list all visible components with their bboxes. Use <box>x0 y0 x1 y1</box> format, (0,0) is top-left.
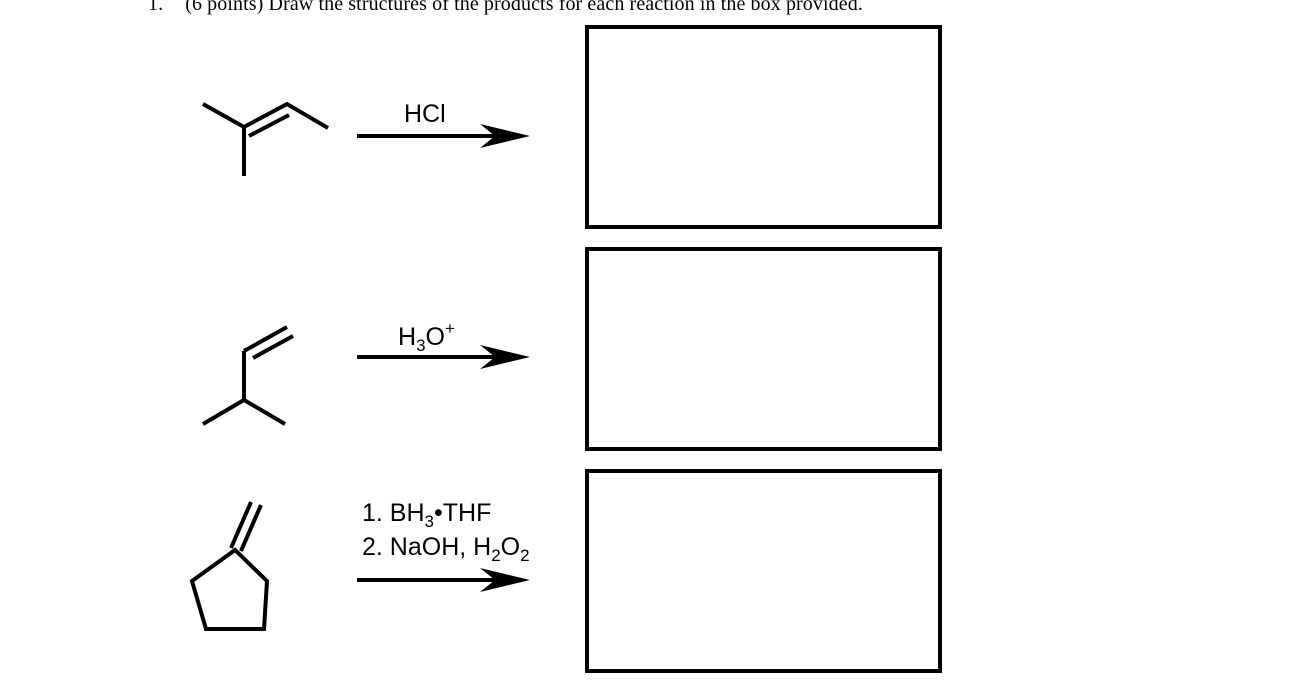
bond-skeleton <box>202 101 330 130</box>
answer-box-3[interactable] <box>585 469 942 673</box>
question-prompt: 1. (6 points) Draw the structures of the … <box>148 0 863 16</box>
reaction-arrow-1 <box>357 124 530 148</box>
arrow-head <box>480 568 530 592</box>
reaction-1: HCl <box>202 25 942 229</box>
reaction-arrow-2 <box>357 345 530 369</box>
reaction-2: H3O+ <box>201 247 942 451</box>
double-bond-inner <box>252 334 294 360</box>
reagent-2: H3O+ <box>398 319 455 355</box>
bond-skeleton <box>201 397 287 426</box>
answer-box-1[interactable] <box>585 25 942 229</box>
question-number: 1. <box>148 0 164 15</box>
reagent-3-line-2: 2. NaOH, H2O2 <box>362 533 530 565</box>
question-text: (6 points) Draw the structures of the pr… <box>185 0 863 15</box>
double-bond-inner <box>248 113 290 138</box>
cyclopentane-ring <box>189 547 270 631</box>
reactant-3-structure <box>189 501 270 631</box>
reactant-2-structure <box>201 325 294 426</box>
exocyclic-double-bond-1 <box>229 501 253 549</box>
reagent-3-line-1: 1. BH3•THF <box>362 499 491 531</box>
arrow-head <box>480 124 530 148</box>
vinyl-bond <box>243 325 288 353</box>
exocyclic-double-bond-2 <box>239 504 263 552</box>
reactant-1-structure <box>202 101 330 176</box>
answer-box-2[interactable] <box>585 247 942 451</box>
reaction-3: 1. BH3•THF 2. NaOH, H2O2 <box>189 469 942 673</box>
reaction-arrow-3 <box>357 568 530 592</box>
reagent-1: HCl <box>404 100 446 128</box>
arrow-head <box>480 345 530 369</box>
